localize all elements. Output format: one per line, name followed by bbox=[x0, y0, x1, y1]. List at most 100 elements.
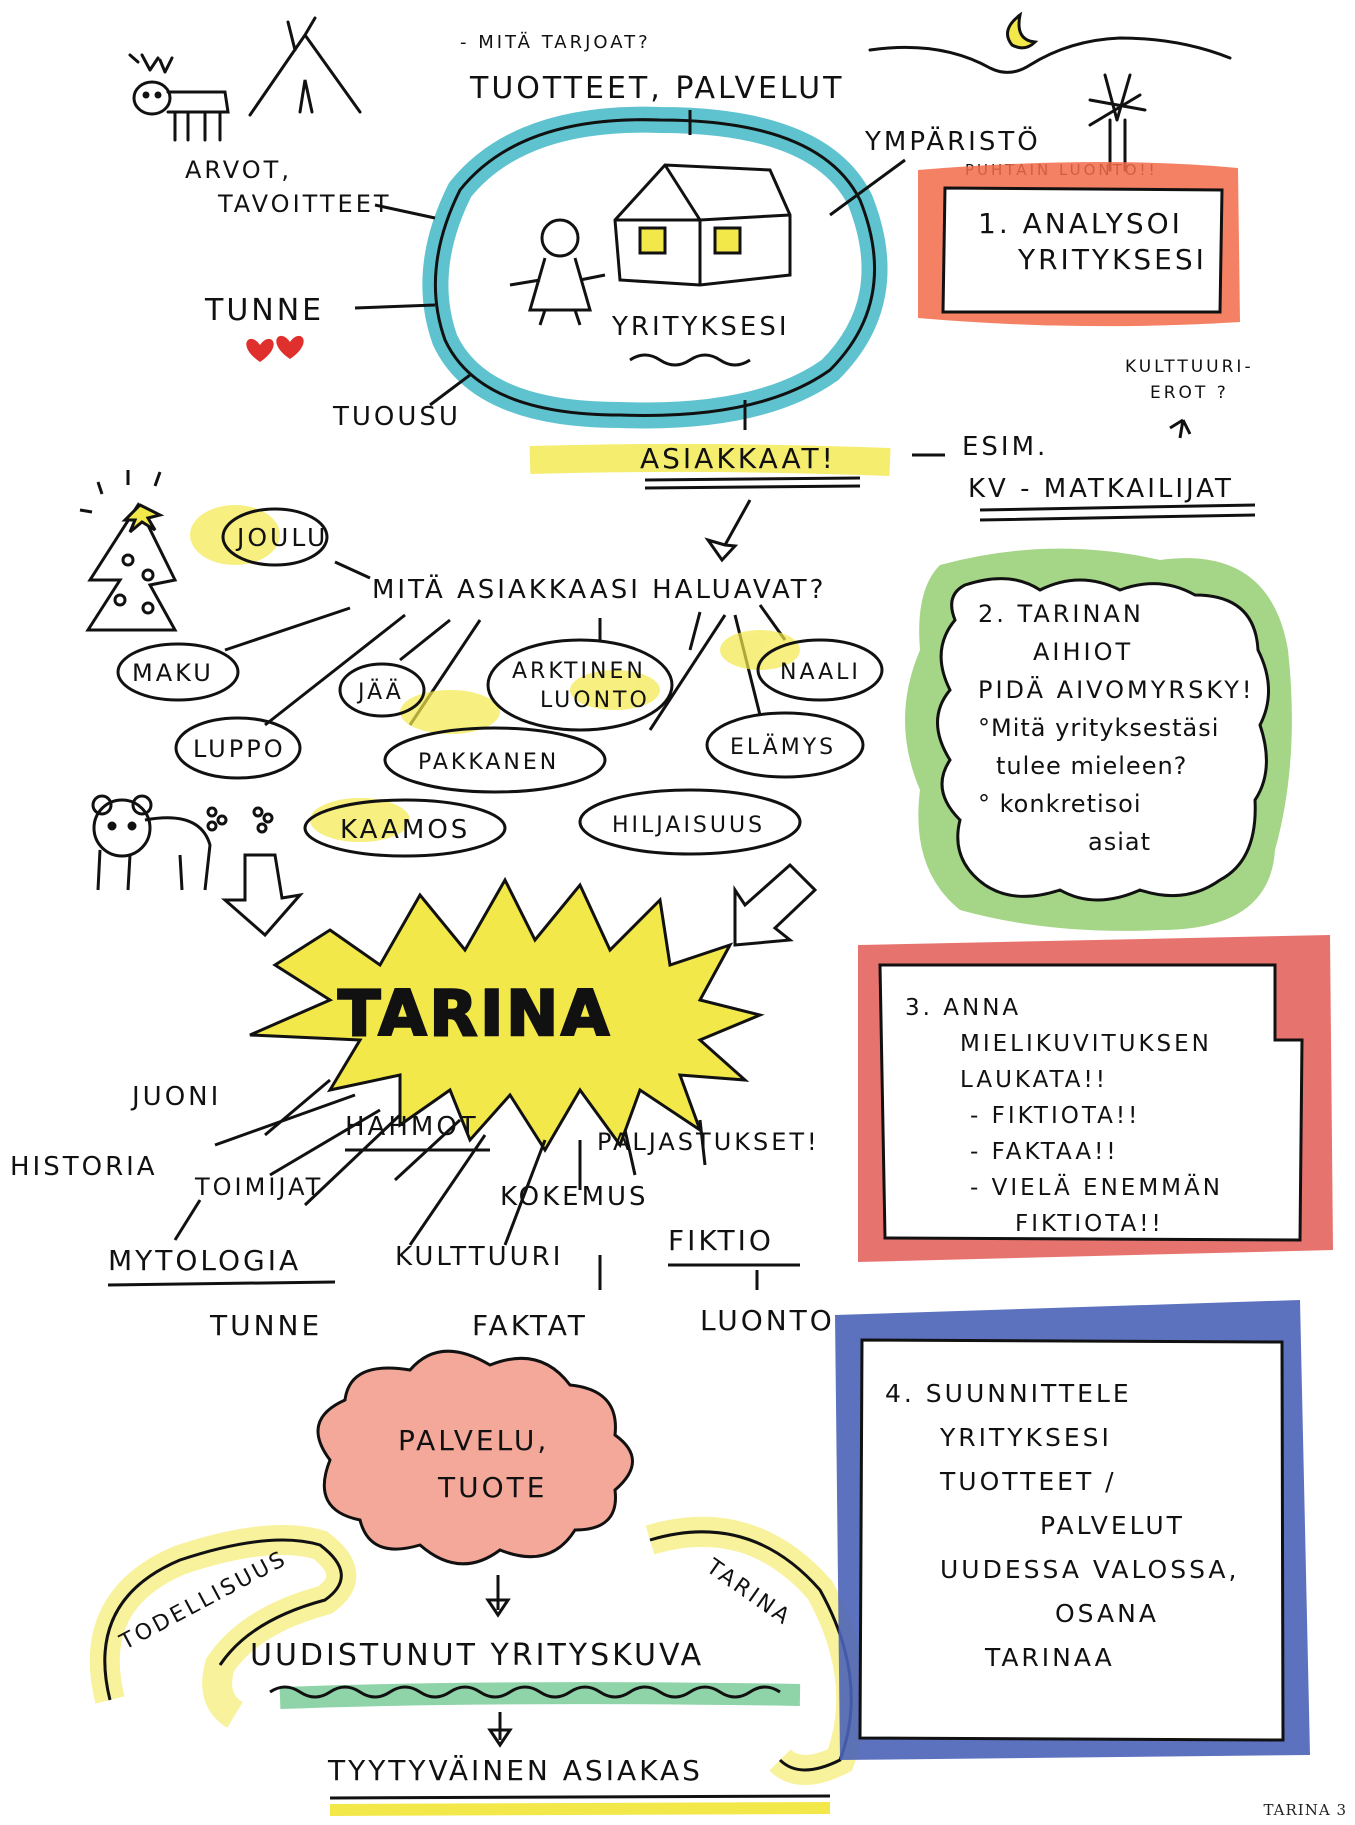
step4-line-1: 4. SUUNNITTELE bbox=[885, 1379, 1132, 1408]
step4-line-2: YRITYKSESI bbox=[940, 1423, 1112, 1452]
wants-question: MITÄ ASIAKKAASI HALUAVAT? bbox=[372, 573, 826, 605]
story-star bbox=[249, 876, 765, 1153]
house-icon bbox=[613, 163, 792, 287]
step4-text: 4. SUUNNITTELE YRITYKSESI TUOTTEET / PAL… bbox=[885, 1372, 1239, 1680]
bubble-arktinen: ARKTINEN bbox=[512, 659, 646, 684]
branch-hahmot: HAHMOT bbox=[345, 1112, 479, 1142]
reindeer-icon bbox=[128, 53, 230, 142]
page-number: TARINA 3 bbox=[1263, 1801, 1347, 1819]
feeling-label: TUNNE bbox=[204, 293, 324, 328]
customer-highlight bbox=[329, 1802, 831, 1816]
customers-label: ASIAKKAAT! bbox=[640, 442, 836, 475]
example-label: ESIM. bbox=[962, 432, 1048, 462]
bubble-kaamos: KAAMOS bbox=[340, 815, 470, 845]
branch-fiktio: FIKTIO bbox=[668, 1224, 774, 1257]
step1-line-2: YRITYKSESI bbox=[1018, 243, 1207, 276]
step3-line-4: - FIKTIOTA!! bbox=[970, 1103, 1141, 1129]
goals-label: TAVOITTEET bbox=[217, 190, 392, 218]
step2-line-5: tulee mieleen? bbox=[996, 752, 1188, 780]
step4-line-6: OSANA bbox=[1055, 1599, 1159, 1628]
step4-line-5: UUDESSA VALOSSA, bbox=[940, 1555, 1240, 1584]
travellers-label: KV - MATKAILIJAT bbox=[968, 474, 1234, 504]
branch-kulttuuri: KULTTUURI bbox=[395, 1242, 563, 1272]
step3-line-3: LAUKATA!! bbox=[960, 1067, 1108, 1093]
travellers-underline bbox=[979, 503, 1256, 522]
step2-line-1: 2. TARINAN bbox=[978, 600, 1144, 628]
branch-mytologia: MYTOLOGIA bbox=[108, 1244, 301, 1277]
step3-line-1: 3. ANNA bbox=[905, 995, 1022, 1021]
bear-icon bbox=[91, 794, 274, 891]
step4-line-4: PALVELUT bbox=[1040, 1511, 1185, 1540]
satisfied-customer-label: TYYTYVÄINEN ASIAKAS bbox=[327, 1754, 703, 1787]
hearts-icon bbox=[246, 335, 304, 362]
culture-diff-label-1: KULTTUURI- bbox=[1125, 357, 1254, 377]
customers-underline bbox=[644, 476, 861, 490]
step3-line-6: - VIELÄ ENEMMÄN bbox=[970, 1175, 1223, 1201]
step4-line-3: TUOTTEET / bbox=[940, 1467, 1117, 1496]
branch-paljastukset: PALJASTUKSET! bbox=[597, 1128, 820, 1156]
service-label: PALVELU, bbox=[398, 1424, 549, 1457]
christmas-tree-icon bbox=[79, 470, 178, 632]
bubble-jaa: JÄÄ bbox=[356, 679, 404, 705]
mytologia-underline bbox=[107, 1280, 336, 1287]
bubble-hiljaisuus: HILJAISUUS bbox=[612, 813, 765, 838]
step3-line-7: FIKTIOTA!! bbox=[1015, 1211, 1164, 1237]
step4-box bbox=[835, 1300, 1310, 1760]
step2-line-4: °Mitä yrityksestäsi bbox=[978, 714, 1220, 742]
company-blob-outline bbox=[422, 106, 888, 429]
branch-toimijat: TOIMIJAT bbox=[194, 1173, 323, 1201]
branch-juoni: JUONI bbox=[130, 1082, 221, 1112]
company-underline bbox=[629, 353, 751, 367]
company-label: YRITYKSESI bbox=[611, 312, 790, 342]
bubble-maku: MAKU bbox=[132, 659, 214, 687]
bubble-elamys: ELÄMYS bbox=[730, 734, 836, 760]
renewed-underline bbox=[269, 1685, 781, 1699]
left-arrow-icon bbox=[221, 853, 304, 938]
step3-line-2: MIELIKUVITUKSEN bbox=[960, 1031, 1212, 1057]
products-label: TUOTTEET, PALVELUT bbox=[469, 71, 844, 106]
bubble-pakkanen: PAKKANEN bbox=[418, 750, 559, 775]
step2-line-6: ° konkretisoi bbox=[978, 790, 1142, 818]
renewed-highlight bbox=[279, 1682, 801, 1709]
down-arrow-icon bbox=[704, 499, 752, 563]
environment-label: YMPÄRISTÖ bbox=[864, 125, 1041, 157]
bubble-naali: NAALI bbox=[780, 660, 861, 685]
step2-cloud bbox=[905, 548, 1292, 931]
product-label: TUOTE bbox=[437, 1471, 547, 1504]
branch-historia: HISTORIA bbox=[10, 1152, 158, 1182]
service-cloud bbox=[316, 1349, 634, 1566]
values-label: ARVOT, bbox=[185, 156, 292, 184]
location-label: TUOUSU bbox=[332, 402, 461, 432]
person-icon bbox=[509, 218, 606, 326]
bubble-luppo: LUPPO bbox=[193, 735, 286, 763]
right-arrow-icon bbox=[733, 862, 818, 947]
branch-tunne: TUNNE bbox=[209, 1309, 322, 1342]
branch-luonto: LUONTO bbox=[700, 1304, 835, 1337]
company-connectors bbox=[354, 110, 906, 430]
step3-box bbox=[858, 935, 1333, 1262]
bubble-luonto: LUONTO bbox=[540, 688, 650, 713]
step1-text: 1. ANALYSOI YRITYKSESI bbox=[978, 206, 1207, 278]
step3-line-5: - FAKTAA!! bbox=[970, 1139, 1119, 1165]
story-title: TARINA bbox=[338, 977, 612, 1050]
story-connectors bbox=[173, 1078, 759, 1290]
branch-faktat: FAKTAT bbox=[472, 1309, 588, 1342]
branch-kokemus: KOKEMUS bbox=[500, 1182, 649, 1212]
step2-line-3: PIDÄ AIVOMYRSKY! bbox=[978, 676, 1255, 704]
offer-question: - MITÄ TARJOAT? bbox=[460, 32, 651, 53]
step4-line-7: TARINAA bbox=[985, 1643, 1115, 1672]
step3-text: 3. ANNA MIELIKUVITUKSEN LAUKATA!! - FIKT… bbox=[905, 990, 1223, 1242]
step2-line-2: AIHIOT bbox=[1033, 638, 1134, 666]
wants-bubbles bbox=[116, 507, 884, 858]
customers-highlight bbox=[529, 443, 891, 476]
reality-arc bbox=[103, 1538, 343, 1701]
culture-diff-label-2: EROT ? bbox=[1150, 383, 1229, 403]
customer-underline bbox=[329, 1794, 831, 1800]
culture-arrow-icon bbox=[1169, 418, 1192, 439]
moon-hill-icon bbox=[868, 11, 1232, 172]
step2-text: 2. TARINAN AIHIOT PIDÄ AIVOMYRSKY! °Mitä… bbox=[978, 595, 1254, 861]
down-arrow-icon-3 bbox=[487, 1712, 513, 1748]
down-arrow-icon-2 bbox=[485, 1575, 511, 1618]
tent-icon bbox=[248, 16, 362, 117]
